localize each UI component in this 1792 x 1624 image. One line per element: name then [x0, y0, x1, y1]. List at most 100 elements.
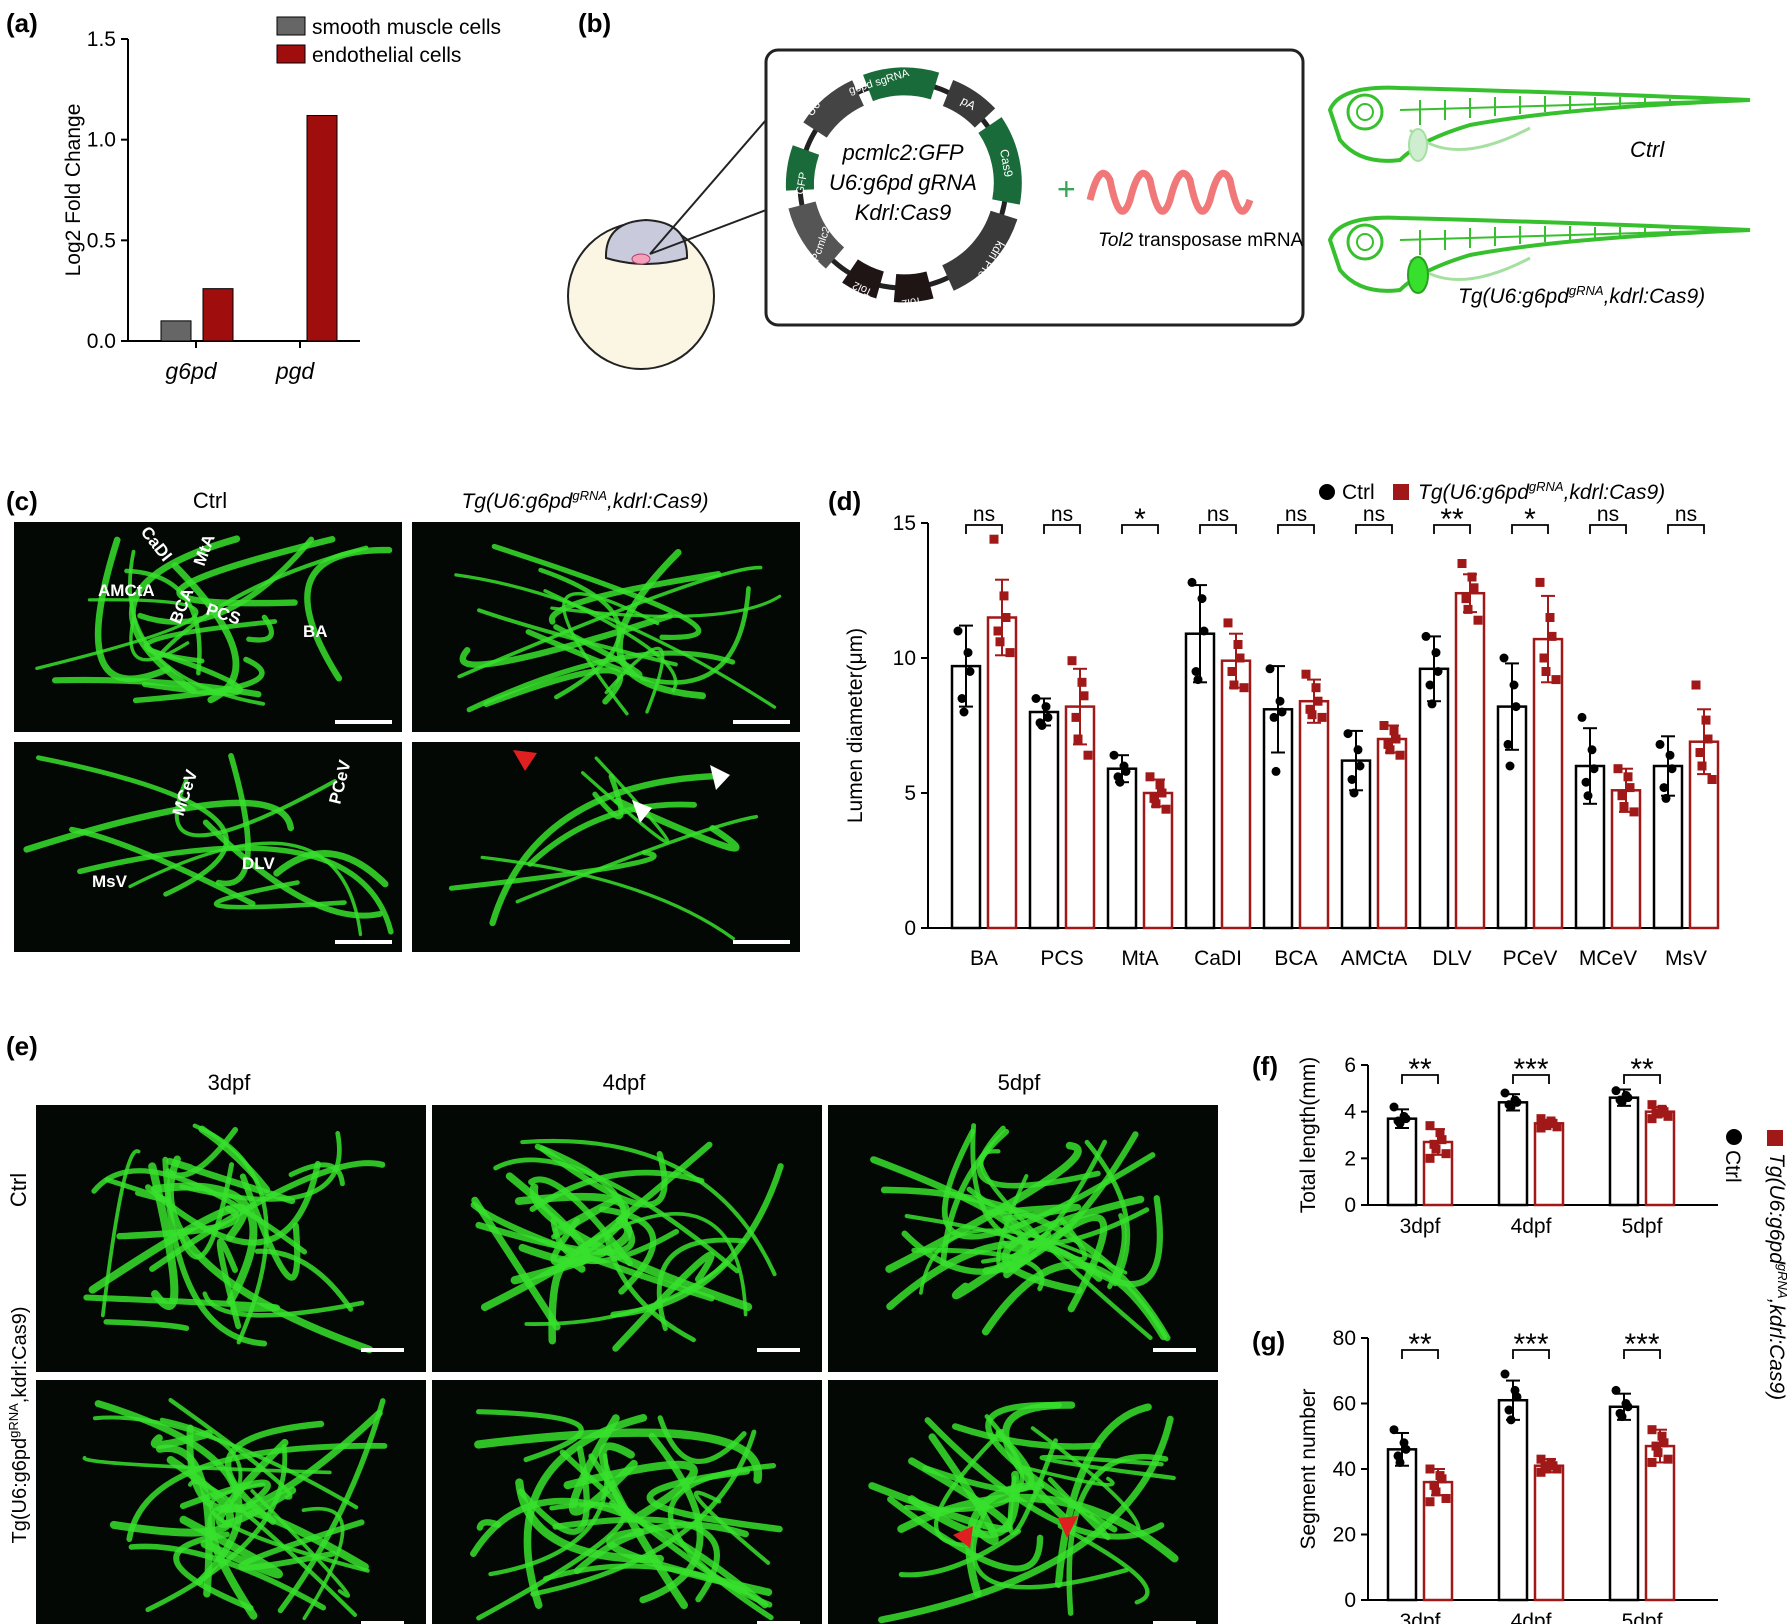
- vessel: [94, 536, 172, 682]
- x-tick-label: PCeV: [1503, 947, 1558, 970]
- data-point: [1115, 777, 1125, 787]
- legend-fg: Ctrl Tg(U6:g6pdgRNA,kdrl:Cas9): [1721, 1129, 1790, 1400]
- data-point: [1227, 667, 1237, 676]
- sig-bracket: [1512, 1349, 1550, 1359]
- bar: [1386, 1448, 1418, 1602]
- panel-c-arrowheads: [513, 750, 730, 823]
- data-point: [1193, 675, 1203, 685]
- data-point: [1665, 750, 1675, 760]
- data-point: [1667, 764, 1677, 774]
- seg-label-gfp: GFP: [794, 171, 810, 195]
- data-point: [1653, 1109, 1663, 1119]
- image-c-tg-bottom: [412, 742, 800, 952]
- vessel: [459, 612, 673, 668]
- data-point: [1542, 1464, 1552, 1474]
- legend-fg-label-tg: Tg(U6:g6pdgRNA,kdrl:Cas9): [1765, 1153, 1790, 1400]
- data-point: [1389, 1102, 1399, 1112]
- vessel: [1022, 1465, 1115, 1487]
- data-point: [1401, 1444, 1411, 1454]
- vessel: [1066, 1454, 1169, 1616]
- vessel: [155, 1444, 213, 1598]
- bar: [1608, 1405, 1640, 1602]
- data-point: [1385, 745, 1395, 755]
- data-point: [1504, 1405, 1514, 1415]
- data-point: [1536, 1123, 1546, 1133]
- sig-bracket: [1623, 1074, 1661, 1084]
- vessel: [150, 1429, 213, 1449]
- plasmid-seg-tol2a: [893, 271, 934, 303]
- data-point: [1617, 791, 1627, 801]
- data-point: [1653, 1448, 1663, 1458]
- vessel: [489, 772, 720, 927]
- vessel: [179, 1130, 342, 1202]
- data-point: [1463, 604, 1473, 614]
- legend-d: Ctrl Tg(U6:g6pdgRNA,kdrl:Cas9): [1319, 479, 1665, 504]
- y-tick-label: 4: [1344, 1101, 1356, 1124]
- bar: [1497, 1398, 1529, 1602]
- data-point: [1617, 1412, 1627, 1422]
- data-point: [1659, 1107, 1669, 1117]
- panel-e-col-3dpf: 3dpf: [208, 1070, 252, 1095]
- vessel: [548, 571, 722, 625]
- vessel: [149, 1160, 386, 1272]
- white-arrowhead-c-1: [632, 800, 652, 823]
- vessel: [525, 624, 643, 679]
- data-point: [1611, 1086, 1621, 1096]
- data-point: [1271, 766, 1281, 776]
- data-point: [1425, 1497, 1435, 1507]
- vessel: [657, 1415, 747, 1464]
- callout-line-top: [649, 119, 767, 255]
- y-tick-label: 10: [893, 647, 916, 670]
- data-point: [1500, 1369, 1510, 1379]
- data-point: [1067, 656, 1077, 666]
- data-point: [1581, 777, 1591, 787]
- plasmid-text-3: Kdrl:Cas9: [855, 200, 952, 225]
- vessel: [457, 565, 763, 679]
- data-point: [1511, 702, 1521, 712]
- data-point: [1536, 1467, 1546, 1477]
- vessel: [971, 1504, 1129, 1590]
- bar: [306, 115, 338, 342]
- vessel: [128, 535, 241, 695]
- sig-bracket: [1199, 524, 1237, 534]
- x-tick-label: MtA: [1121, 947, 1158, 970]
- vessel: [640, 586, 751, 685]
- data-point: [1073, 734, 1083, 744]
- data-point: [1077, 677, 1087, 687]
- sig-bracket: [965, 524, 1003, 534]
- bar: [1028, 710, 1060, 930]
- panel-e-col-5dpf: 5dpf: [998, 1070, 1042, 1095]
- legend-swatch-endo: [276, 44, 306, 64]
- fish-tg-label: Tg(U6:g6pdgRNA,kdrl:Cas9): [1458, 283, 1705, 308]
- vessel: [88, 1203, 248, 1294]
- data-point: [1437, 1135, 1447, 1145]
- data-point: [1223, 618, 1233, 628]
- vessel: [215, 1438, 297, 1528]
- bar: [202, 288, 234, 342]
- data-point: [1151, 799, 1161, 809]
- label-ba: BA: [303, 622, 328, 641]
- data-point: [1623, 772, 1633, 782]
- plasmid-seg-cas9: [978, 117, 1022, 205]
- data-point: [1499, 653, 1509, 663]
- y-axis-label: Segment number: [1297, 1388, 1320, 1549]
- y-tick-label: 80: [1333, 1327, 1356, 1350]
- data-point: [1037, 721, 1047, 730]
- plasmid-seg-gfp: [785, 145, 820, 191]
- legend-swatch-smooth: [276, 16, 306, 36]
- sig-bracket: [1589, 524, 1627, 534]
- vessel: [148, 1162, 179, 1310]
- data-point: [1233, 640, 1243, 649]
- data-point: [1457, 559, 1467, 568]
- x-tick-label: CaDI: [1194, 947, 1242, 970]
- data-point: [1503, 739, 1513, 749]
- data-point: [965, 667, 975, 676]
- panel-label-g: (g): [1252, 1326, 1285, 1356]
- vessel: [985, 1401, 1118, 1533]
- vessel: [610, 1163, 784, 1318]
- panel-label-b: (b): [578, 8, 611, 38]
- plasmid-text-1: pcmlc2:GFP: [841, 140, 963, 165]
